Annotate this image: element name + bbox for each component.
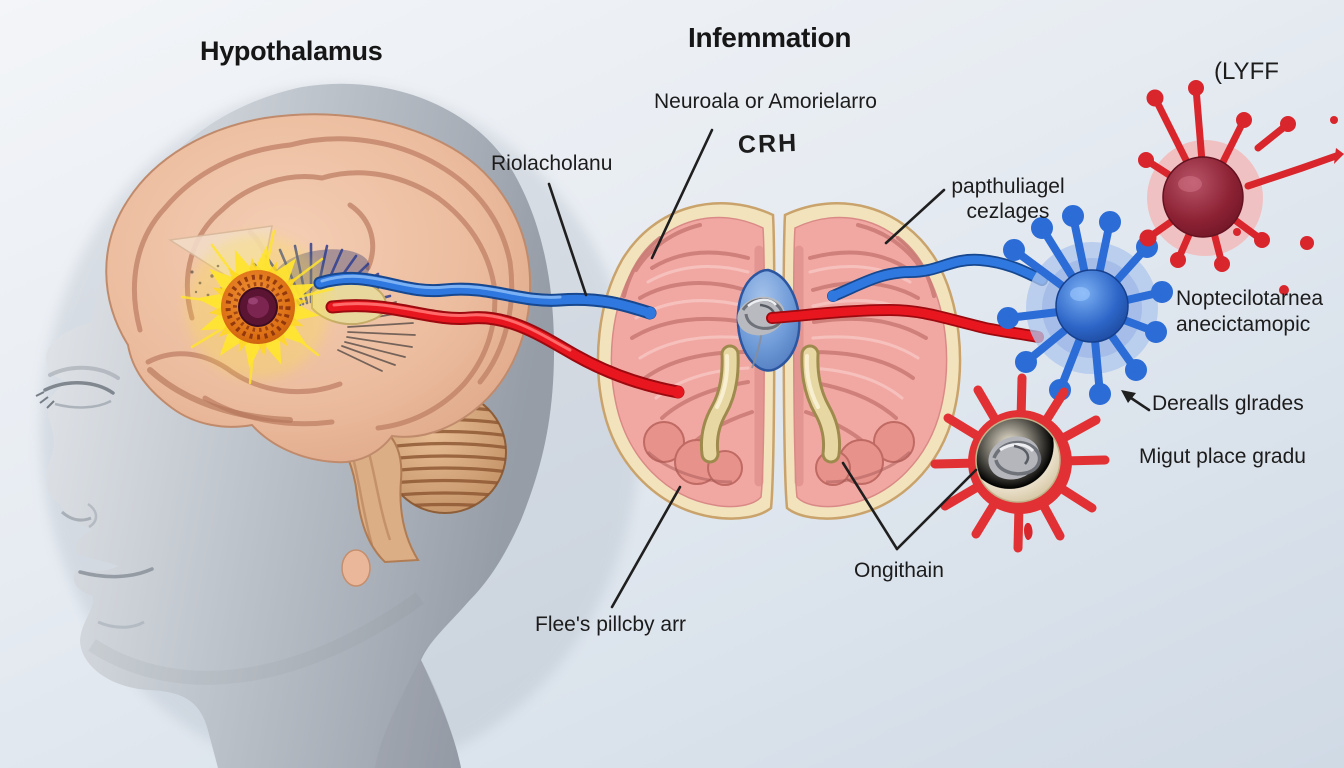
title-infemmation: Infemmation <box>688 22 852 53</box>
label-migut: Migut place gradu <box>1139 445 1306 468</box>
leader-line-riolacholanu <box>547 182 588 297</box>
red-immune-cell <box>1138 80 1344 295</box>
yellow-horn-right <box>800 344 842 464</box>
macrophage-cell <box>930 373 1110 553</box>
jaw-shadow <box>88 592 425 685</box>
hypothalamus-starburst <box>180 229 334 385</box>
brainstem-tip-blob <box>341 549 371 587</box>
label-riolacholanu: Riolacholanu <box>491 152 613 175</box>
brow-crease <box>48 365 120 380</box>
leader-line-neuroala <box>650 128 714 260</box>
mouth-line <box>78 567 154 579</box>
signal-tubes <box>313 253 1048 399</box>
label-crh: CRH <box>737 128 799 160</box>
brain-coronal-section <box>596 202 962 520</box>
label-noptecilotarnea: Noptecilotarnea anecictamopic <box>1176 286 1323 338</box>
lower-lid-line <box>54 399 112 409</box>
neck-shadow <box>375 640 461 768</box>
closed-eye-line <box>43 381 115 395</box>
blue-signal-tube-left <box>313 271 657 320</box>
blue-signal-tube-right <box>827 253 1048 302</box>
eyelashes <box>35 391 55 409</box>
label-derealls: Derealls glrades <box>1152 392 1304 415</box>
scattered-red-dots <box>1233 116 1338 295</box>
label-ongithain: Ongithain <box>854 559 944 582</box>
title-hypothalamus: Hypothalamus <box>200 36 383 66</box>
section-left-lobe <box>596 202 776 520</box>
label-neuroala: Neuroala or Amorielarro <box>654 90 877 113</box>
nose-ala-line <box>87 502 98 529</box>
leader-line-flees <box>610 485 682 609</box>
nostril-line <box>61 510 92 522</box>
red-spike-arrowhead <box>1334 148 1344 164</box>
label-lyff: (LYFF <box>1214 58 1279 85</box>
red-droplet <box>1024 522 1033 540</box>
temporal-fold <box>147 367 293 423</box>
label-flees: Flee's pillcby arr <box>535 613 687 636</box>
leader-lines <box>547 128 1151 609</box>
yellow-horn-left <box>699 344 740 464</box>
red-signal-tube-left <box>325 299 685 399</box>
label-papthuliagel-line2: cezlages <box>966 200 1050 223</box>
label-papthuliagel-line1: papthuliagel <box>951 175 1065 198</box>
leader-line-ongithain-left <box>841 461 899 551</box>
label-noptecilotarnea-line1: Noptecilotarnea <box>1176 287 1324 310</box>
leader-line-ongithain-right <box>895 468 978 551</box>
label-noptecilotarnea-line2: anecictamopic <box>1176 313 1311 336</box>
macrophage-knot <box>988 436 1042 480</box>
leader-line-papthuliagel <box>884 188 946 245</box>
derealls-arrowhead <box>1121 390 1136 403</box>
chin-crease <box>97 620 145 629</box>
blue-immune-cell <box>997 205 1173 405</box>
